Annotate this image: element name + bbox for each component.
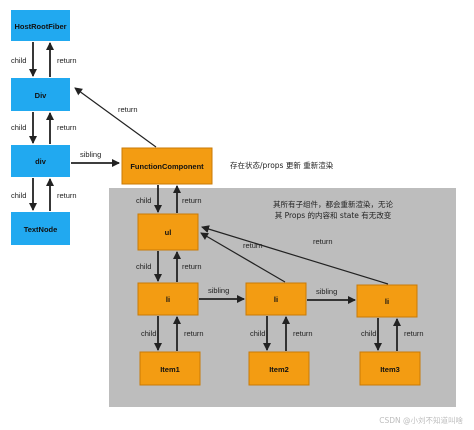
edge-label-return: return [293,329,313,338]
node-label: Item2 [269,365,289,374]
edge-label-return: return [182,196,202,205]
edge-label-return: return [243,241,263,250]
node-box [248,351,310,386]
edge-label-return: return [182,262,202,271]
node-label: li [274,295,278,304]
node-item-2[interactable]: Item2 [248,351,310,386]
edge-label-child: child [11,123,26,132]
note-children-rerender-line2: 其 Props 的内容和 state 有无改变 [275,210,392,220]
edge-label-return: return [184,329,204,338]
edge-label-child: child [11,191,26,200]
node-box [11,145,70,177]
watermark: CSDN @小刘不知道叫啥 [379,415,463,425]
node-label: li [166,295,170,304]
node-box [11,78,70,111]
node-label: div [35,157,47,166]
edge-label-child: child [136,262,151,271]
node-li-1[interactable]: li [137,282,199,316]
node-label: Item1 [160,365,180,374]
note-children-rerender-line1: 其所有子组件，都会重新渲染，无论 [273,199,393,209]
node-label: HostRootFiber [14,22,66,31]
edge-label-sibling: sibling [316,287,337,296]
node-text-node[interactable]: TextNode [11,212,70,245]
node-label: ul [165,228,172,237]
edge-label-return: return [57,191,77,200]
node-label: Div [35,91,48,100]
edge-label-return: return [57,123,77,132]
edge-label-child: child [361,329,376,338]
node-ul[interactable]: ul [137,213,199,251]
edge-label-child: child [136,196,151,205]
node-box [11,212,70,245]
edge-label-child: child [250,329,265,338]
node-box [359,351,421,386]
node-div-lower[interactable]: div [11,145,70,177]
node-item-3[interactable]: Item3 [359,351,421,386]
node-host-root-fiber[interactable]: HostRootFiber [11,10,70,41]
edge-return-arrow [201,225,389,285]
edge-label-sibling: sibling [80,150,101,159]
node-label: li [385,297,389,306]
node-function-component[interactable]: FunctionComponent [121,147,213,185]
node-box [356,284,418,318]
edge-return-arrow [200,232,286,283]
node-box [121,147,213,185]
edge-label-return: return [404,329,424,338]
edge-label-return: return [118,105,138,114]
node-label: FunctionComponent [130,162,204,171]
node-item-1[interactable]: Item1 [139,351,201,386]
node-box [245,282,307,316]
edge-label-return: return [57,56,77,65]
node-div-upper[interactable]: Div [11,78,70,111]
node-li-3[interactable]: li [356,284,418,318]
node-box [137,282,199,316]
node-box [139,351,201,386]
node-label: Item3 [380,365,400,374]
note-state-props-update: 存在状态/props 更新 重新渲染 [230,160,334,170]
edge-label-child: child [141,329,156,338]
edge-label-child: child [11,56,26,65]
node-box [137,213,199,251]
edge-label-return: return [313,237,333,246]
node-box [11,10,70,41]
node-label: TextNode [24,225,58,234]
edge-label-sibling: sibling [208,286,229,295]
node-li-2[interactable]: li [245,282,307,316]
edge-return-arrow [74,87,157,148]
